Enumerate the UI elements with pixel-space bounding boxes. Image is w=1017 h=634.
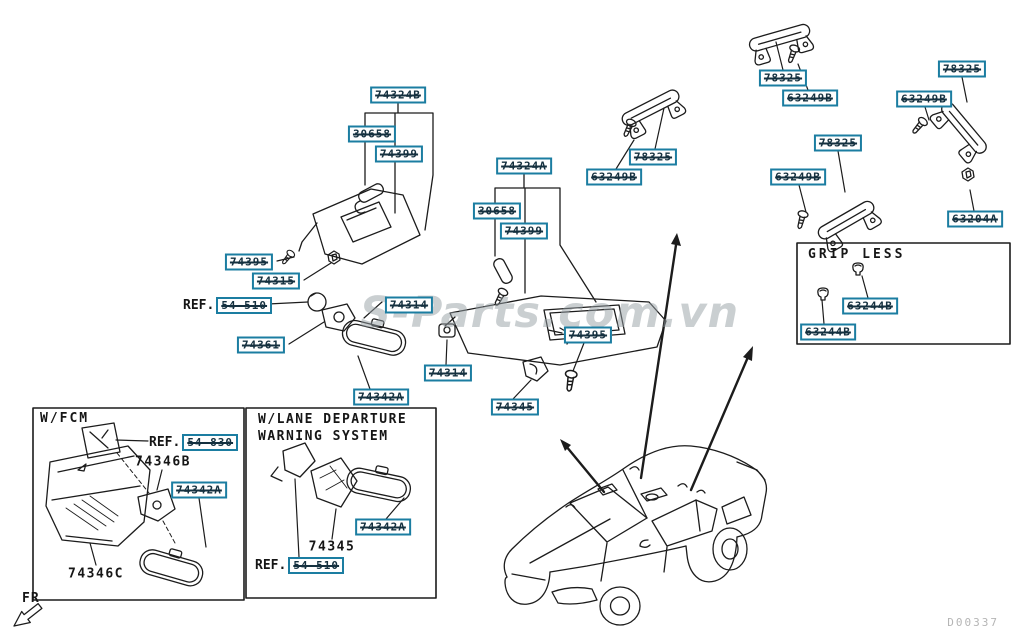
part-link-30658-right[interactable]: 30658	[472, 202, 522, 220]
part-link-63204A[interactable]: 63204A	[947, 210, 1003, 228]
assist-grip-a	[619, 87, 689, 141]
part-link-63249B-d[interactable]: 63249B	[896, 90, 952, 108]
assist-grip-c	[793, 198, 884, 255]
ref-link-54-830[interactable]: 54-830	[182, 434, 239, 451]
part-link-74399-right[interactable]: 74399	[499, 222, 549, 240]
assist-grip-b	[747, 22, 816, 67]
ref-row-54-510-main: REF.54-510	[183, 297, 273, 314]
part-label-74345-lane: 74345	[308, 539, 356, 555]
part-label-74346B: 74346B	[135, 454, 191, 470]
part-link-74361[interactable]: 74361	[236, 336, 286, 354]
sunvisor-left-drawing	[279, 102, 434, 332]
part-link-74314-mirror[interactable]: 74314	[384, 296, 434, 314]
part-link-63244B-2[interactable]: 63244B	[800, 323, 856, 341]
locator-arrows	[560, 233, 753, 494]
part-link-78325-a[interactable]: 78325	[628, 148, 678, 166]
fr-arrow-icon	[13, 602, 43, 627]
part-link-74342A-lane[interactable]: 74342A	[355, 518, 411, 536]
part-link-78325-c[interactable]: 78325	[813, 134, 863, 152]
ref-prefix: REF.	[183, 298, 215, 313]
part-link-74395-left[interactable]: 74395	[224, 253, 274, 271]
part-link-63249B-b[interactable]: 63249B	[782, 89, 838, 107]
part-link-63249B-c[interactable]: 63249B	[770, 168, 826, 186]
part-link-30658-left[interactable]: 30658	[347, 125, 397, 143]
part-label-74346C: 74346C	[68, 566, 124, 582]
part-link-78325-d[interactable]: 78325	[937, 60, 987, 78]
grip-less-title: GRIP LESS	[808, 247, 906, 262]
assist-grip-d	[908, 99, 990, 182]
option-box-frames	[32, 242, 1011, 601]
ref-row-54-510-lane: REF.54-510	[255, 557, 345, 574]
ref-link-54-510-main[interactable]: 54-510	[216, 297, 273, 314]
part-link-74315[interactable]: 74315	[251, 272, 301, 290]
part-link-74314-grommet[interactable]: 74314	[423, 364, 473, 382]
w-fcm-title: W/FCM	[40, 411, 90, 426]
lane-mirror-drawing	[270, 442, 415, 508]
fcm-overhead-console-drawing	[45, 422, 208, 590]
part-link-63249B-a[interactable]: 63249B	[586, 168, 642, 186]
part-link-74395-right[interactable]: 74395	[563, 326, 613, 344]
ref-row-54-830: REF.54-830	[149, 434, 239, 451]
fr-direction-label: FR	[22, 591, 40, 606]
part-link-78325-b[interactable]: 78325	[758, 69, 808, 87]
part-link-74399-left[interactable]: 74399	[374, 145, 424, 163]
ref-link-54-510-lane[interactable]: 54-510	[288, 557, 345, 574]
leader-lines	[89, 41, 975, 566]
grip-less-caps	[817, 262, 864, 301]
part-link-63244B-1[interactable]: 63244B	[842, 297, 898, 315]
w-lane-title-line1: W/LANE DEPARTURE	[258, 412, 408, 427]
part-link-74342A-fcm[interactable]: 74342A	[171, 481, 227, 499]
plate-code: D00337	[947, 616, 999, 629]
car-locator-drawing	[503, 445, 768, 626]
ref-prefix: REF.	[149, 435, 181, 450]
ref-prefix: REF.	[255, 558, 287, 573]
w-lane-title-line2: WARNING SYSTEM	[258, 429, 389, 444]
part-link-74324A[interactable]: 74324A	[496, 157, 552, 175]
part-link-74342A-main[interactable]: 74342A	[353, 388, 409, 406]
part-link-74324B[interactable]: 74324B	[370, 86, 426, 104]
part-link-74345-hook[interactable]: 74345	[490, 398, 540, 416]
